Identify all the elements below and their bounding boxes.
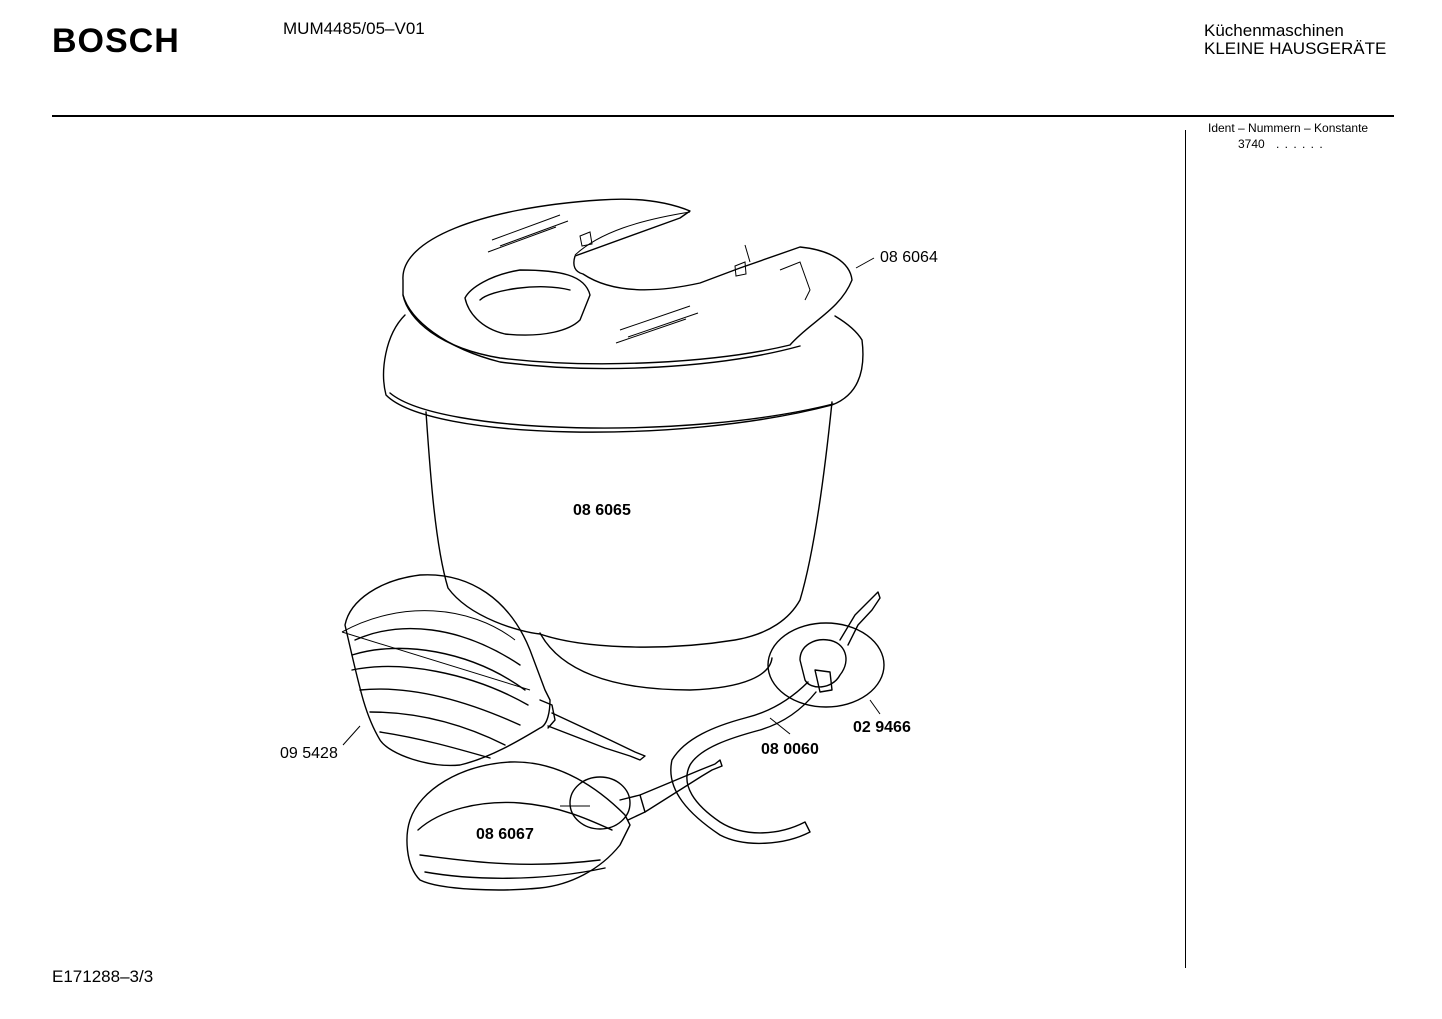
drive-shaft-drawing	[670, 591, 885, 845]
kneading-hook-drawing	[406, 759, 723, 891]
part-label-lid: 08 6064	[880, 249, 938, 266]
header-divider	[52, 115, 1394, 117]
ident-value: 3740	[1238, 137, 1265, 151]
bowl-drawing	[382, 314, 864, 691]
category-line-1: Küchenmaschinen	[1204, 21, 1344, 40]
part-label-kneading-hook: 08 6067	[476, 826, 534, 843]
ident-dots: . . . . . .	[1276, 137, 1324, 151]
leader-line-lid	[855, 257, 875, 269]
part-label-drive-shaft: 08 0060	[761, 741, 819, 758]
brand-logo: BOSCH	[52, 22, 180, 60]
part-label-whisk: 09 5428	[280, 745, 338, 762]
part-label-bowl: 08 6065	[573, 502, 631, 519]
category-line-2: KLEINE HAUSGERÄTE	[1204, 39, 1387, 58]
doc-number: E171288–3/3	[52, 967, 154, 986]
part-label-cover-disc: 02 9466	[853, 719, 911, 736]
lid-drawing	[402, 198, 853, 370]
whisk-drawing	[341, 574, 646, 767]
sidebar-divider	[1185, 130, 1186, 968]
model-number: MUM4485/05–V01	[283, 19, 425, 38]
ident-heading: Ident – Nummern – Konstante	[1208, 121, 1369, 135]
